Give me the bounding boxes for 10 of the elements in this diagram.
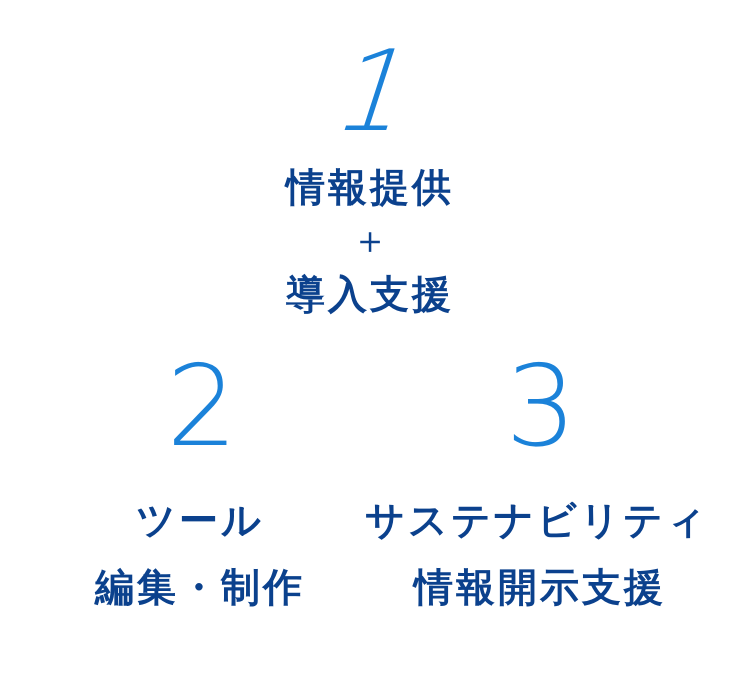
service-heading: 編集・制作 xyxy=(95,568,305,608)
step-number: 3 xyxy=(505,351,577,463)
service-heading: サステナビリティ xyxy=(365,502,709,540)
step-number: 2 xyxy=(166,351,238,463)
service-heading: 導入支援 xyxy=(286,276,454,314)
plus-sign: ＋ xyxy=(351,221,389,259)
service-heading: 情報開示支援 xyxy=(414,568,666,608)
service-heading: 情報提供 xyxy=(286,168,454,208)
service-heading: ツール xyxy=(136,502,264,540)
step-number: 1 xyxy=(322,36,430,148)
